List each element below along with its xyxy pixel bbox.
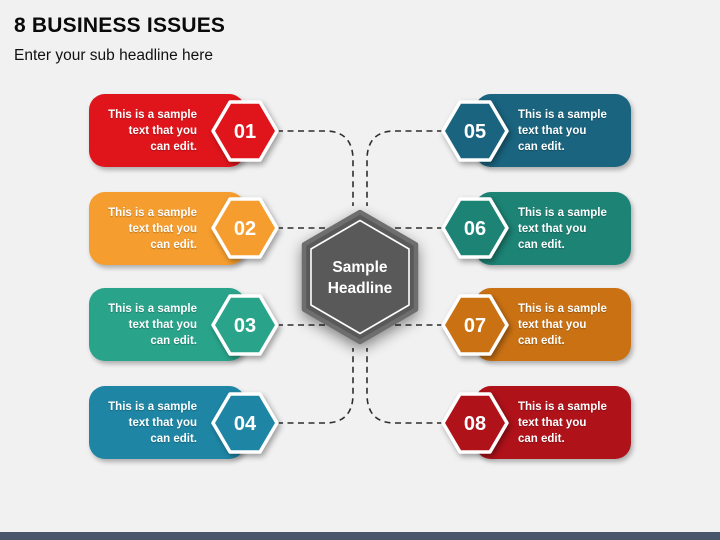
bottom-bar xyxy=(0,532,720,540)
hexagon-02-number: 02 xyxy=(234,218,256,240)
issue-07-text[interactable]: This is a sample text that you can edit. xyxy=(518,303,607,347)
connector-01 xyxy=(277,130,354,206)
connector-04 xyxy=(277,348,354,424)
center-hexagon[interactable]: Sample Headline xyxy=(301,209,419,345)
hexagon-06[interactable]: 06 xyxy=(441,197,509,259)
center-hexagon-shape xyxy=(301,209,419,345)
issue-04-text[interactable]: This is a sample text that you can edit. xyxy=(108,401,197,445)
hexagon-05-number: 05 xyxy=(464,121,486,143)
hexagon-01[interactable]: 01 xyxy=(211,100,279,162)
issue-box-05[interactable]: This is a sample text that you can edit. xyxy=(475,94,631,167)
hexagon-04[interactable]: 04 xyxy=(211,392,279,454)
hexagon-08[interactable]: 08 xyxy=(441,392,509,454)
center-label-line1: Sample xyxy=(332,259,388,276)
issue-01-text[interactable]: This is a sample text that you can edit. xyxy=(108,109,197,153)
hexagon-03-number: 03 xyxy=(234,315,256,337)
hexagon-07-number: 07 xyxy=(464,315,486,337)
issue-02-text[interactable]: This is a sample text that you can edit. xyxy=(108,207,197,251)
hexagon-08-number: 08 xyxy=(464,413,486,435)
hexagon-07[interactable]: 07 xyxy=(441,294,509,356)
connector-08 xyxy=(366,348,443,424)
hexagon-02[interactable]: 02 xyxy=(211,197,279,259)
issue-06-text[interactable]: This is a sample text that you can edit. xyxy=(518,207,607,251)
slide-title[interactable]: 8 BUSINESS ISSUES xyxy=(14,14,226,37)
issue-05-text[interactable]: This is a sample text that you can edit. xyxy=(518,109,607,153)
hexagon-06-number: 06 xyxy=(464,218,486,240)
center-label-line2: Headline xyxy=(328,280,393,297)
hexagon-04-number: 04 xyxy=(234,413,257,435)
hexagon-05[interactable]: 05 xyxy=(441,100,509,162)
hexagon-01-number: 01 xyxy=(234,121,256,143)
hexagon-03[interactable]: 03 xyxy=(211,294,279,356)
slide-subtitle[interactable]: Enter your sub headline here xyxy=(14,47,214,64)
issue-03-text[interactable]: This is a sample text that you can edit. xyxy=(108,303,197,347)
connector-05 xyxy=(366,130,443,206)
issue-08-text[interactable]: This is a sample text that you can edit. xyxy=(518,401,607,445)
center-hexagon-inner-outline xyxy=(310,219,410,335)
